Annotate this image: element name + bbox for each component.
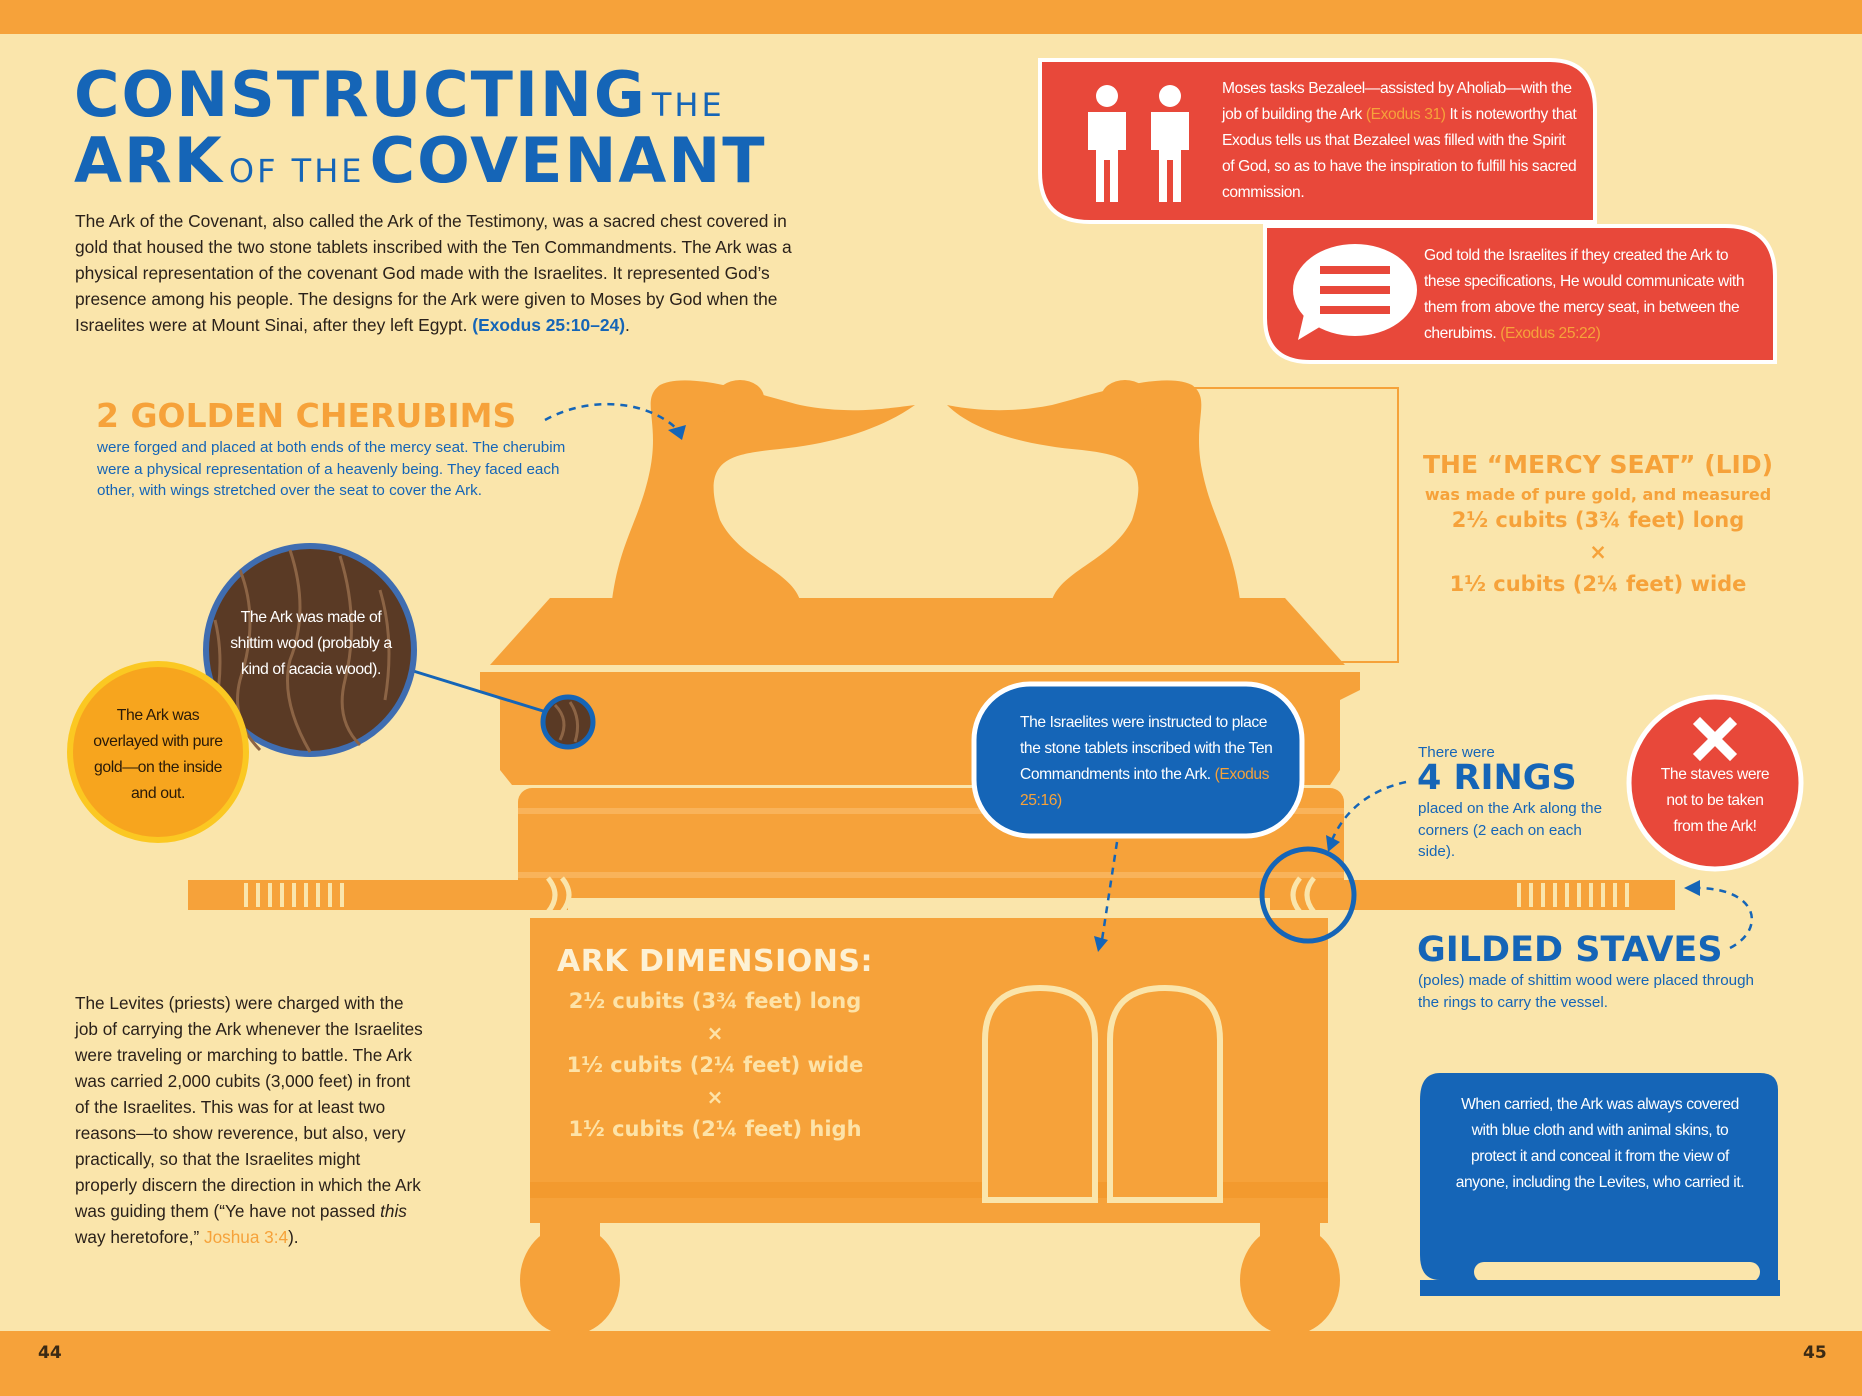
intro-paragraph: The Ark of the Covenant, also called the… [75,208,815,338]
moses-ref: (Exodus 31) [1365,106,1446,123]
mercy-seat-dim-wide: 1½ cubits (2¼ feet) wide [1449,572,1747,596]
ark-leg-right [1240,1225,1340,1335]
rings-text: placed on the Ark along the corners (2 e… [1418,800,1603,860]
cherub-left-head [716,380,764,416]
mercy-seat-sub: was made of pure gold, and measured [1424,485,1772,504]
god-told-ref: (Exodus 25:22) [1500,325,1601,342]
people-icon [1088,85,1189,202]
mercy-seat-times: × [1589,540,1607,564]
book-icon [1420,1073,1778,1280]
stave-right [1270,880,1675,910]
levites-italic: this [380,1201,407,1221]
ark-dim-high: 1½ cubits (2¼ feet) high [568,1117,862,1141]
tablets-callout-bg [971,681,1305,839]
god-told-callout-text: God told the Israelites if they created … [1424,243,1759,347]
cherub-right [947,380,1240,600]
moses-text: Moses tasks Bezaleel—assisted by Aholiab… [1222,80,1572,123]
moses-callout-text: Moses tasks Bezaleel—assisted by Aholiab… [1222,76,1577,206]
wood-detail-marker [540,694,596,750]
ark-dim-wide: 1½ cubits (2¼ feet) wide [566,1053,864,1077]
wood-circle [203,543,417,757]
tablets-text: The Israelites were instructed to place … [1020,714,1273,783]
carried-note-text: When carried, the Ark was always covered… [1455,1096,1745,1191]
staves-warning-circle [1626,694,1804,872]
page-number-left: 44 [38,1343,62,1363]
cherub-left [612,380,915,600]
wood-circle-text: The Ark was made of shittim wood (probab… [230,609,392,678]
staves-heading: GILDED STAVES [1417,930,1723,970]
gold-circle [67,661,249,843]
cherub-right-head [1101,380,1149,416]
title-word-ark: ARK [74,124,224,197]
title-word-of-the: OF THE [228,152,365,190]
stone-tablet-right [1107,984,1223,1203]
levites-text-2: way heretofore,” [75,1227,200,1247]
stone-tablet-left [982,984,1098,1203]
ark-dim-long: 2½ cubits (3¾ feet) long [568,989,862,1013]
mercy-seat-dim-long: 2½ cubits (3¾ feet) long [1451,508,1745,532]
bottom-band [0,1331,1862,1396]
moses-text-2: It is noteworthy that Exodus tells us th… [1222,106,1577,201]
title-word-the: THE [651,86,725,124]
close-x-icon [1692,716,1738,762]
tablets-callout-text: The Israelites were instructed to place … [1020,710,1280,814]
levites-paragraph: The Levites (priests) were charged with … [75,990,425,1250]
page-title: CONSTRUCTING THE ARK OF THE COVENANT [74,64,767,196]
ark-dimensions: ARK DIMENSIONS: 2½ cubits (3¾ feet) long… [545,944,885,1145]
levites-text-1: The Levites (priests) were charged with … [75,993,423,1221]
page-number-right: 45 [1803,1343,1827,1363]
cherubims-heading: 2 GOLDEN CHERUBIMS [96,396,517,435]
levites-end: ). [288,1227,299,1247]
mercy-seat-heading: THE “MERCY SEAT” (LID) [1422,450,1774,479]
cherubims-text: were forged and placed at both ends of t… [97,439,566,499]
title-word-constructing: CONSTRUCTING [74,58,647,131]
rings-pre: There were [1418,744,1495,761]
tablets-ref: (Exodus 25:16) [1020,766,1270,809]
top-band [0,0,1862,34]
intro-reference: (Exodus 25:10–24) [472,315,626,335]
stave-left [188,880,568,910]
rings-heading: 4 RINGS [1417,758,1577,798]
god-told-text: God told the Israelites if they created … [1424,247,1745,342]
mercy-seat-info: THE “MERCY SEAT” (LID) was made of pure … [1418,450,1778,600]
intro-end: . [625,315,630,335]
intro-text: The Ark of the Covenant, also called the… [75,211,792,335]
staves-text: (poles) made of shittim wood were placed… [1418,972,1754,1011]
title-word-covenant: COVENANT [369,124,767,197]
ark-dim-times-2: × [706,1085,724,1109]
ark-lid [490,598,1345,665]
speech-bubble-icon [1293,244,1417,340]
staves-warning-text: The staves were not to be taken from the… [1660,766,1770,835]
ark-leg-left [520,1225,620,1335]
ring-highlight [1259,846,1357,944]
gold-circle-text: The Ark was overlayed with pure gold—on … [93,707,223,802]
ark-dimensions-heading: ARK DIMENSIONS: [556,944,873,979]
levites-ref: Joshua 3:4 [203,1227,289,1247]
ark-dim-times-1: × [706,1021,724,1045]
